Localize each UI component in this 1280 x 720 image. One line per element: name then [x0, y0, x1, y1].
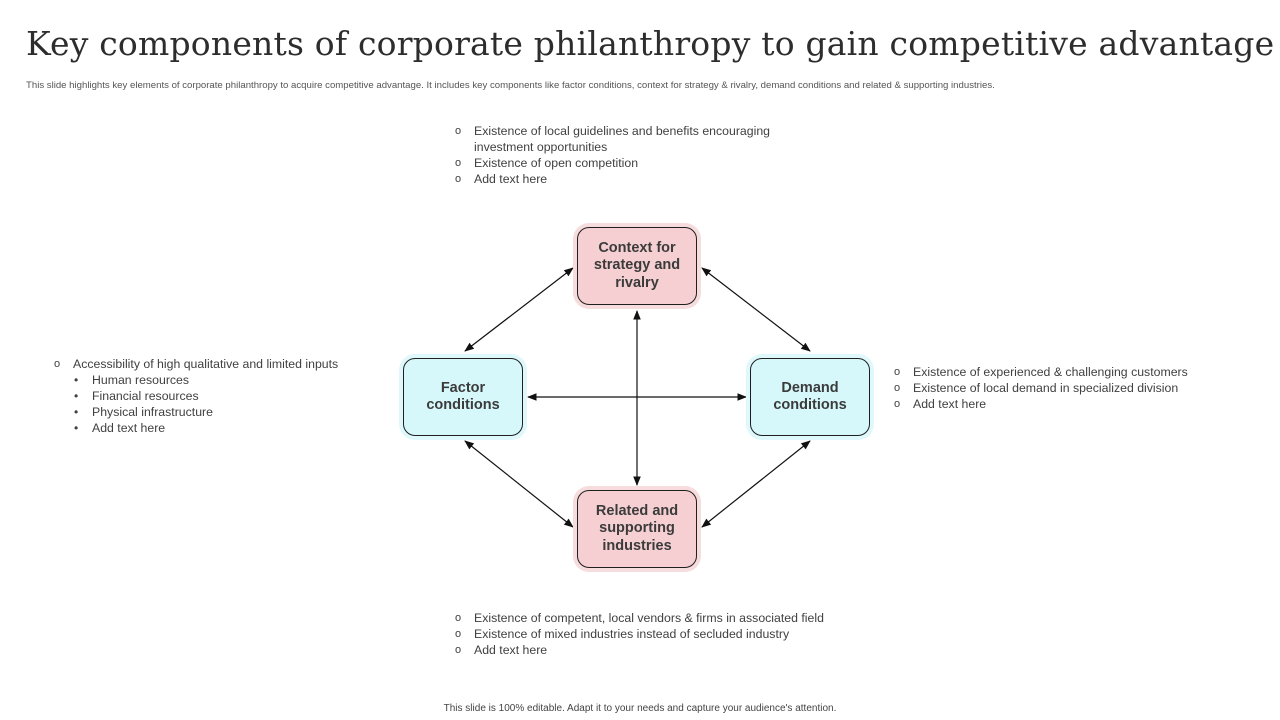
node-label: Related and supporting industries — [595, 502, 679, 554]
arrow-top-right — [701, 267, 811, 352]
sub-list-item: •Human resources — [74, 373, 190, 387]
arrow-top-left — [464, 267, 574, 352]
page-subtitle: This slide highlights key elements of co… — [26, 80, 995, 91]
node-related-supporting-industries: Related and supporting industries — [577, 490, 697, 568]
node-label: Factor conditions — [426, 379, 500, 414]
node-factor-conditions: Factor conditions — [403, 358, 523, 436]
arrow-bottom-right — [701, 440, 811, 528]
sub-list-item: •Financial resources — [74, 389, 199, 403]
node-label: Context for strategy and rivalry — [593, 239, 681, 291]
footer-note: This slide is 100% editable. Adapt it to… — [443, 703, 837, 714]
node-label: Demand conditions — [773, 379, 847, 414]
node-context-strategy-rivalry: Context for strategy and rivalry — [577, 227, 697, 305]
arrow-bottom-left — [464, 440, 574, 528]
node-demand-conditions: Demand conditions — [750, 358, 870, 436]
page-title: Key components of corporate philanthropy… — [26, 24, 1275, 63]
sub-list-item: •Physical infrastructure — [74, 405, 213, 419]
sub-list-item: •Add text here — [74, 421, 166, 435]
